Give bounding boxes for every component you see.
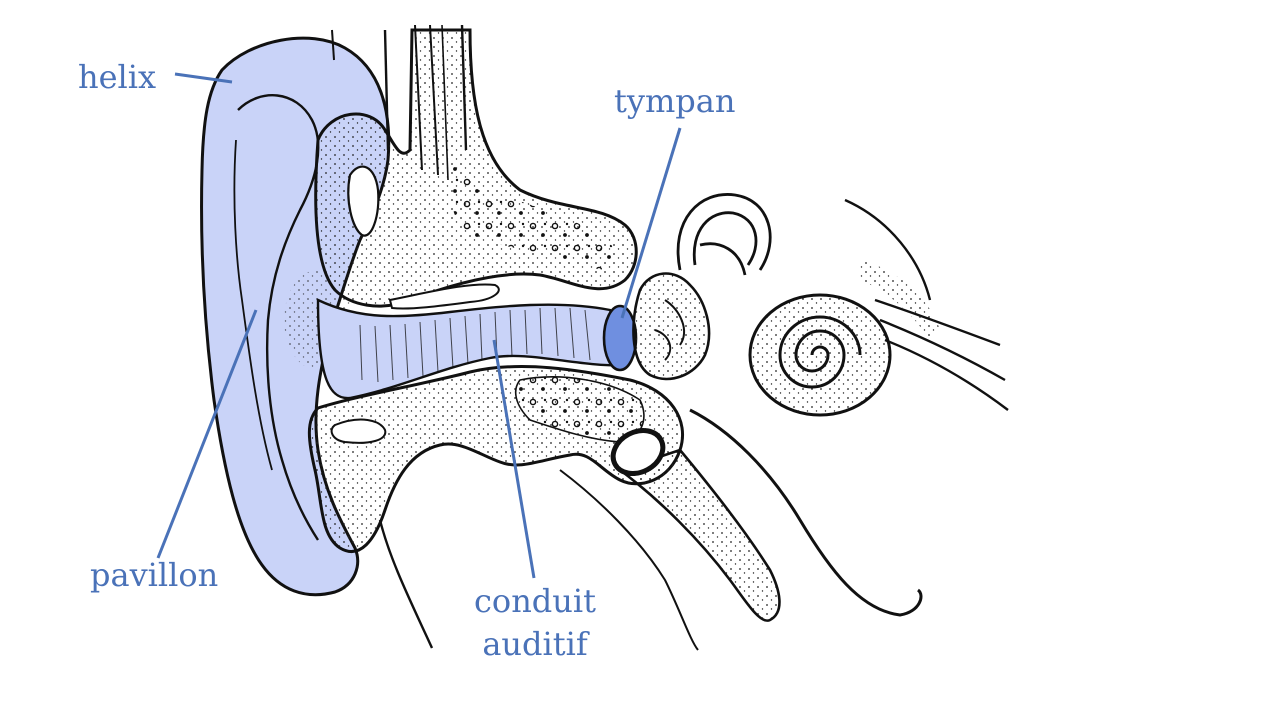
auricle-inner-ridge (237, 94, 320, 541)
leader-conduit (492, 339, 536, 579)
jaw-outline-2 (559, 469, 699, 651)
leader-pavillon (156, 309, 258, 559)
styloid-process (617, 448, 781, 622)
vessel-cross-section (610, 428, 666, 476)
cartilage-slit-lower (330, 418, 387, 444)
cochlea (748, 293, 892, 417)
label-pavillon: pavillon (90, 556, 219, 594)
label-helix: helix (78, 58, 157, 96)
auditory-nerve (844, 198, 1009, 411)
label-conduit-auditif: conduit auditif (470, 580, 600, 666)
tympan-eardrum (602, 304, 638, 372)
label-conduit-line1: conduit (474, 582, 596, 620)
leader-helix (174, 72, 233, 84)
cartilage-slit-upper (347, 165, 380, 237)
vertical-vessels (331, 24, 468, 181)
cartilage-slit-horizontal (388, 283, 500, 310)
bone-pores-upper (448, 160, 625, 270)
eustachian-tube (689, 408, 923, 617)
leader-tympan (620, 127, 682, 319)
canal-hatching (359, 307, 591, 383)
jaw-outline (378, 519, 434, 649)
label-tympan: tympan (614, 82, 736, 120)
antihelix-line (233, 139, 273, 471)
ossicles (632, 272, 711, 381)
ossicle-detail (654, 299, 685, 361)
semicircular-canals (676, 193, 772, 276)
leader-lines (156, 72, 682, 579)
label-conduit-line2: auditif (482, 625, 588, 664)
nerve-shading (860, 260, 940, 340)
ear-canal-conduit (316, 298, 630, 400)
